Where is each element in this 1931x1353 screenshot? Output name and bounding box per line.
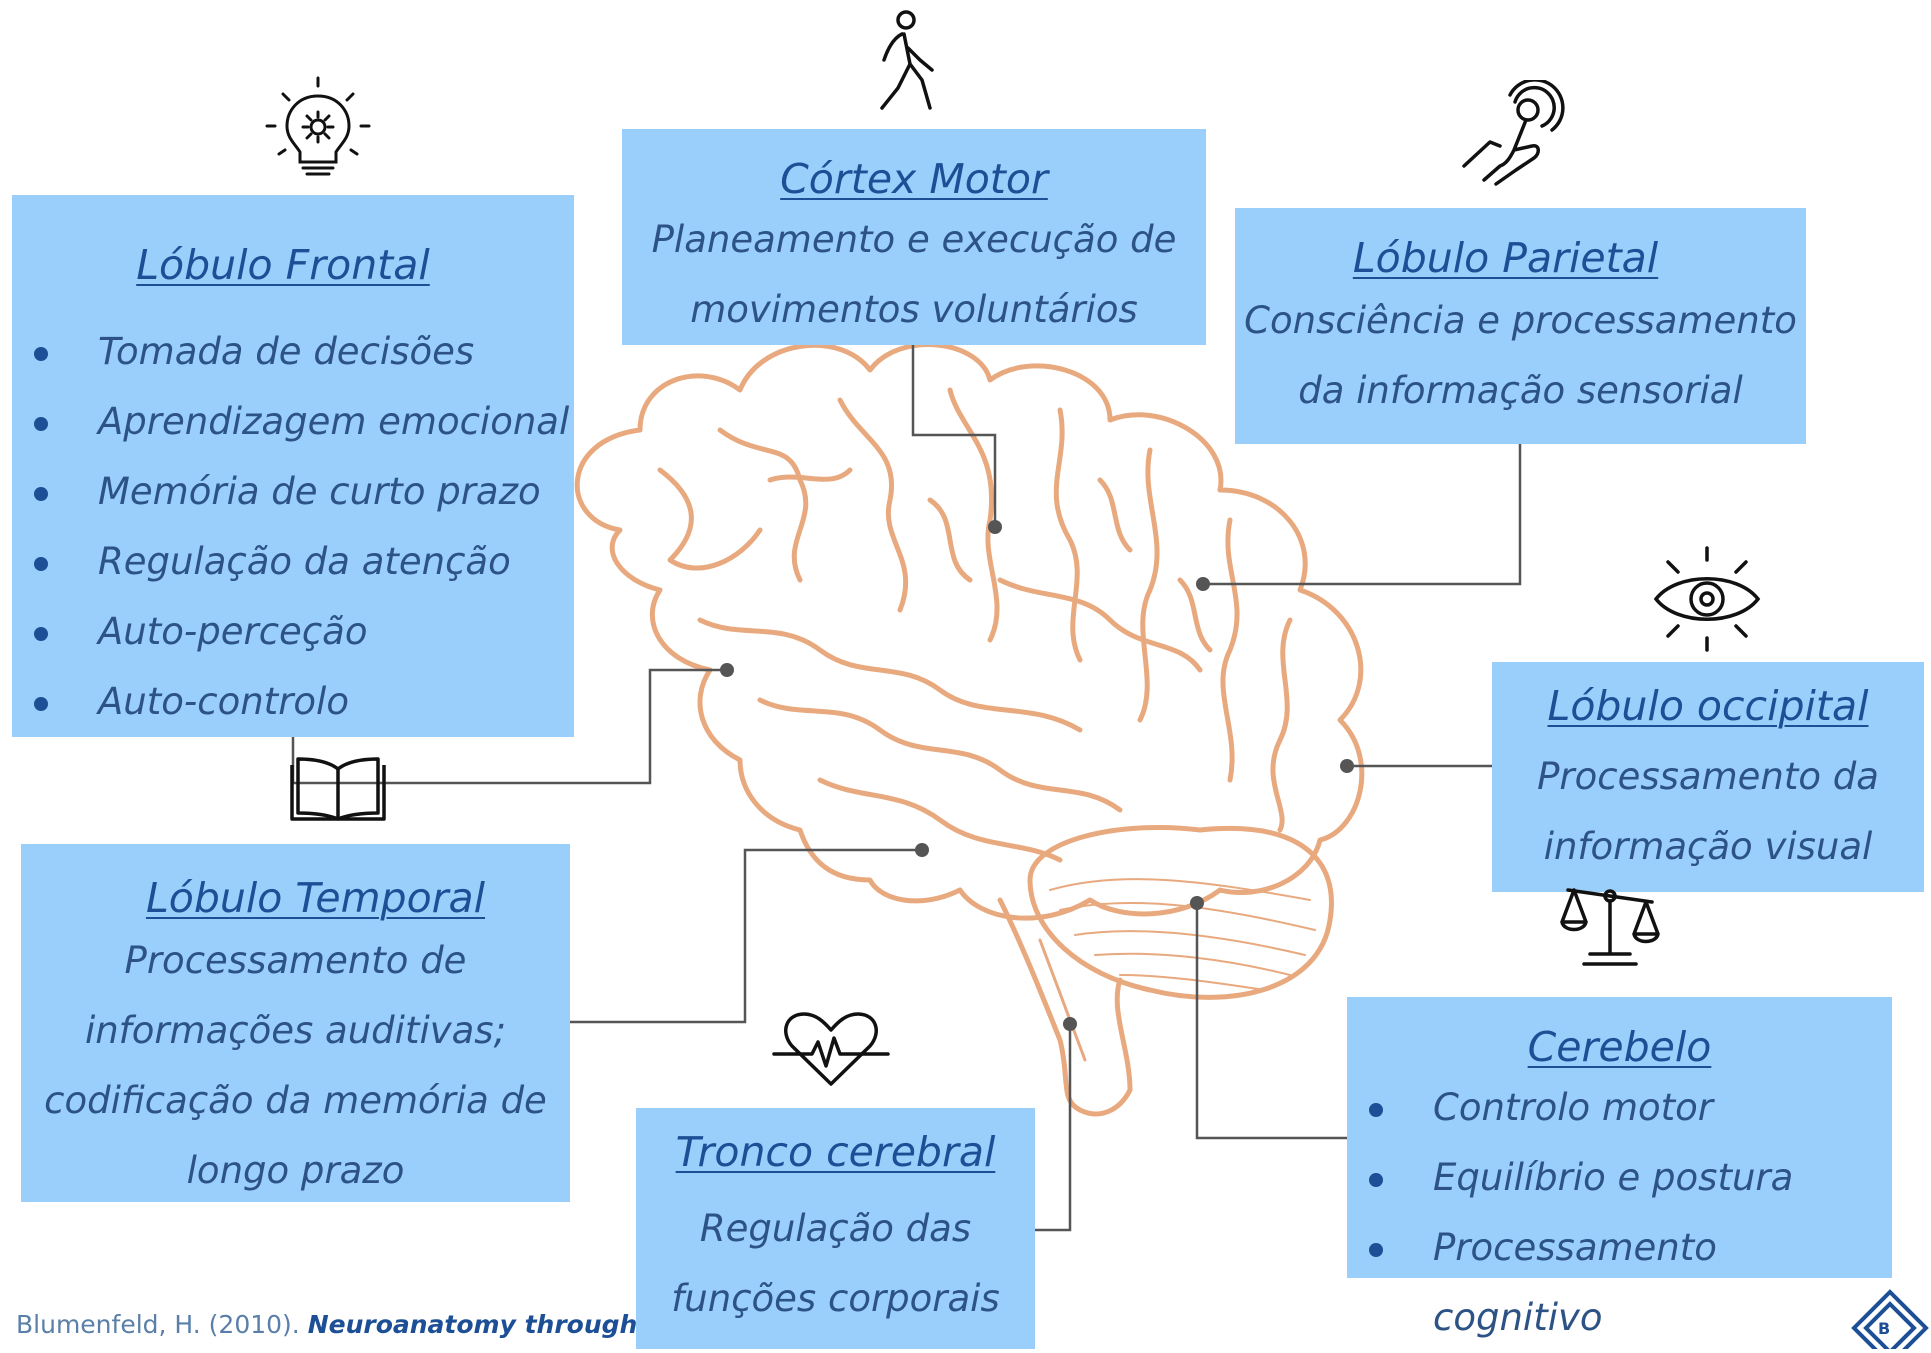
heartbeat-icon xyxy=(772,1012,890,1086)
parietal-lobe-desc-line2: da informação sensorial xyxy=(1298,369,1743,412)
walking-person-icon xyxy=(880,10,934,110)
list-item: Equilíbrio e postura xyxy=(1347,1143,1892,1213)
cerebellum-fold xyxy=(1059,901,1316,931)
dot-tronco xyxy=(1063,1017,1077,1031)
reference-citation: Blumenfeld, H. (2010). Neuroanatomy thro… xyxy=(16,1310,637,1339)
brain-stem-box: Tronco cerebral Regulação das funções co… xyxy=(636,1108,1035,1349)
connector-tronco xyxy=(1035,1024,1072,1232)
dot-motor xyxy=(988,520,1002,534)
sulcus xyxy=(717,427,809,583)
motor-cortex-title: Córtex Motor xyxy=(780,155,1048,203)
touch-hand-icon xyxy=(1462,80,1565,186)
motor-cortex-desc-line1: Planeamento e execução de xyxy=(651,218,1177,261)
temporal-lobe-title: Lóbulo Temporal xyxy=(145,874,486,922)
list-item: Auto-controlo xyxy=(12,667,574,737)
occipital-lobe-desc-line1: Processamento da xyxy=(1537,755,1879,798)
balance-scale-icon xyxy=(1560,888,1660,966)
list-item: Memória de curto prazo xyxy=(12,457,574,527)
sulcus xyxy=(837,397,909,613)
sulcus xyxy=(1097,477,1133,553)
occipital-lobe-box: Lóbulo occipital Processamento da inform… xyxy=(1492,662,1924,892)
temporal-lobe-desc-line4: longo prazo xyxy=(186,1149,405,1192)
brain-stem-line xyxy=(1038,938,1087,1062)
connector-dots xyxy=(720,520,1354,1031)
parietal-lobe-box: Lóbulo Parietal Consciência e processame… xyxy=(1235,208,1806,444)
list-item: Controlo motor xyxy=(1347,1073,1892,1143)
sulcus xyxy=(927,497,973,583)
sulcus xyxy=(1220,517,1240,783)
parietal-lobe-desc-line1: Consciência e processamento xyxy=(1244,299,1797,342)
open-book-icon xyxy=(290,757,386,821)
dot-cerebelo xyxy=(1190,896,1204,910)
motor-cortex-box: Córtex Motor Planeamento e execução de m… xyxy=(622,129,1206,345)
sulcus xyxy=(997,577,1203,673)
reference-work: Neuroanatomy through xyxy=(307,1310,638,1339)
lateral-sulcus xyxy=(697,617,1083,733)
occipital-lobe-title: Lóbulo occipital xyxy=(1547,682,1869,730)
lightbulb-gear-icon xyxy=(265,76,371,176)
connector-parietal xyxy=(1203,444,1522,586)
sulcus xyxy=(757,697,1123,813)
sulcus xyxy=(1177,577,1213,653)
cerebellum-outline xyxy=(1027,825,1334,1000)
list-item: Processamento cognitivo xyxy=(1347,1213,1892,1353)
sulcus xyxy=(1137,447,1160,723)
frontal-lobe-title: Lóbulo Frontal xyxy=(136,241,430,289)
sulcus xyxy=(947,387,1000,643)
dot-frontal xyxy=(720,663,734,677)
cerebellum-box: Cerebelo Controlo motor Equilíbrio e pos… xyxy=(1347,997,1892,1339)
brain-stem-outline xyxy=(997,897,1133,1117)
dot-parietal xyxy=(1196,577,1210,591)
list-item: Tomada de decisões xyxy=(12,317,574,387)
list-item: Auto-perceção xyxy=(12,597,574,667)
cerebellum-fold xyxy=(1049,878,1311,901)
temporal-lobe-box: Lóbulo Temporal Processamento de informa… xyxy=(21,844,570,1202)
brain-stem-title: Tronco cerebral xyxy=(675,1128,996,1176)
connector-motor xyxy=(911,345,997,527)
brain-illustration xyxy=(574,342,1365,1117)
eye-icon xyxy=(1653,546,1761,652)
frontal-lobe-box: Lóbulo Frontal Tomada de decisões Aprend… xyxy=(12,195,574,737)
sulcus xyxy=(817,777,1063,863)
motor-cortex-desc-line2: movimentos voluntários xyxy=(690,288,1138,331)
cerebellum-fold xyxy=(1074,930,1306,956)
sulcus xyxy=(1270,617,1293,833)
list-item: Regulação da atenção xyxy=(12,527,574,597)
bt-logo-icon: B xyxy=(1851,1289,1929,1349)
cerebellum-fold xyxy=(1094,952,1291,976)
reference-authors: Blumenfeld, H. (2010). xyxy=(16,1310,300,1339)
brain-stem-desc-line1: Regulação das xyxy=(699,1207,972,1250)
sulcus xyxy=(1053,407,1083,663)
sulcus xyxy=(767,467,853,483)
occipital-lobe-desc-line2: informação visual xyxy=(1543,825,1873,868)
connector-temporal xyxy=(570,848,922,1024)
connector-cerebelo xyxy=(1195,903,1347,1140)
temporal-lobe-desc-line1: Processamento de xyxy=(124,939,467,982)
svg-text:B: B xyxy=(1878,1319,1890,1338)
dot-temporal xyxy=(915,843,929,857)
parietal-lobe-title: Lóbulo Parietal xyxy=(1352,234,1659,282)
frontal-lobe-list: Tomada de decisões Aprendizagem emociona… xyxy=(12,317,574,737)
temporal-lobe-desc-line2: informações auditivas; xyxy=(84,1009,507,1052)
cerebellum-title: Cerebelo xyxy=(1527,1023,1712,1071)
brain-stem-desc-line2: funções corporais xyxy=(671,1277,1000,1320)
temporal-lobe-desc-line3: codificação da memória de xyxy=(44,1079,547,1122)
dot-occipital xyxy=(1340,759,1354,773)
cerebellum-list: Controlo motor Equilíbrio e postura Proc… xyxy=(1347,1073,1892,1353)
list-item: Aprendizagem emocional xyxy=(12,387,574,457)
sulcus xyxy=(657,467,763,571)
